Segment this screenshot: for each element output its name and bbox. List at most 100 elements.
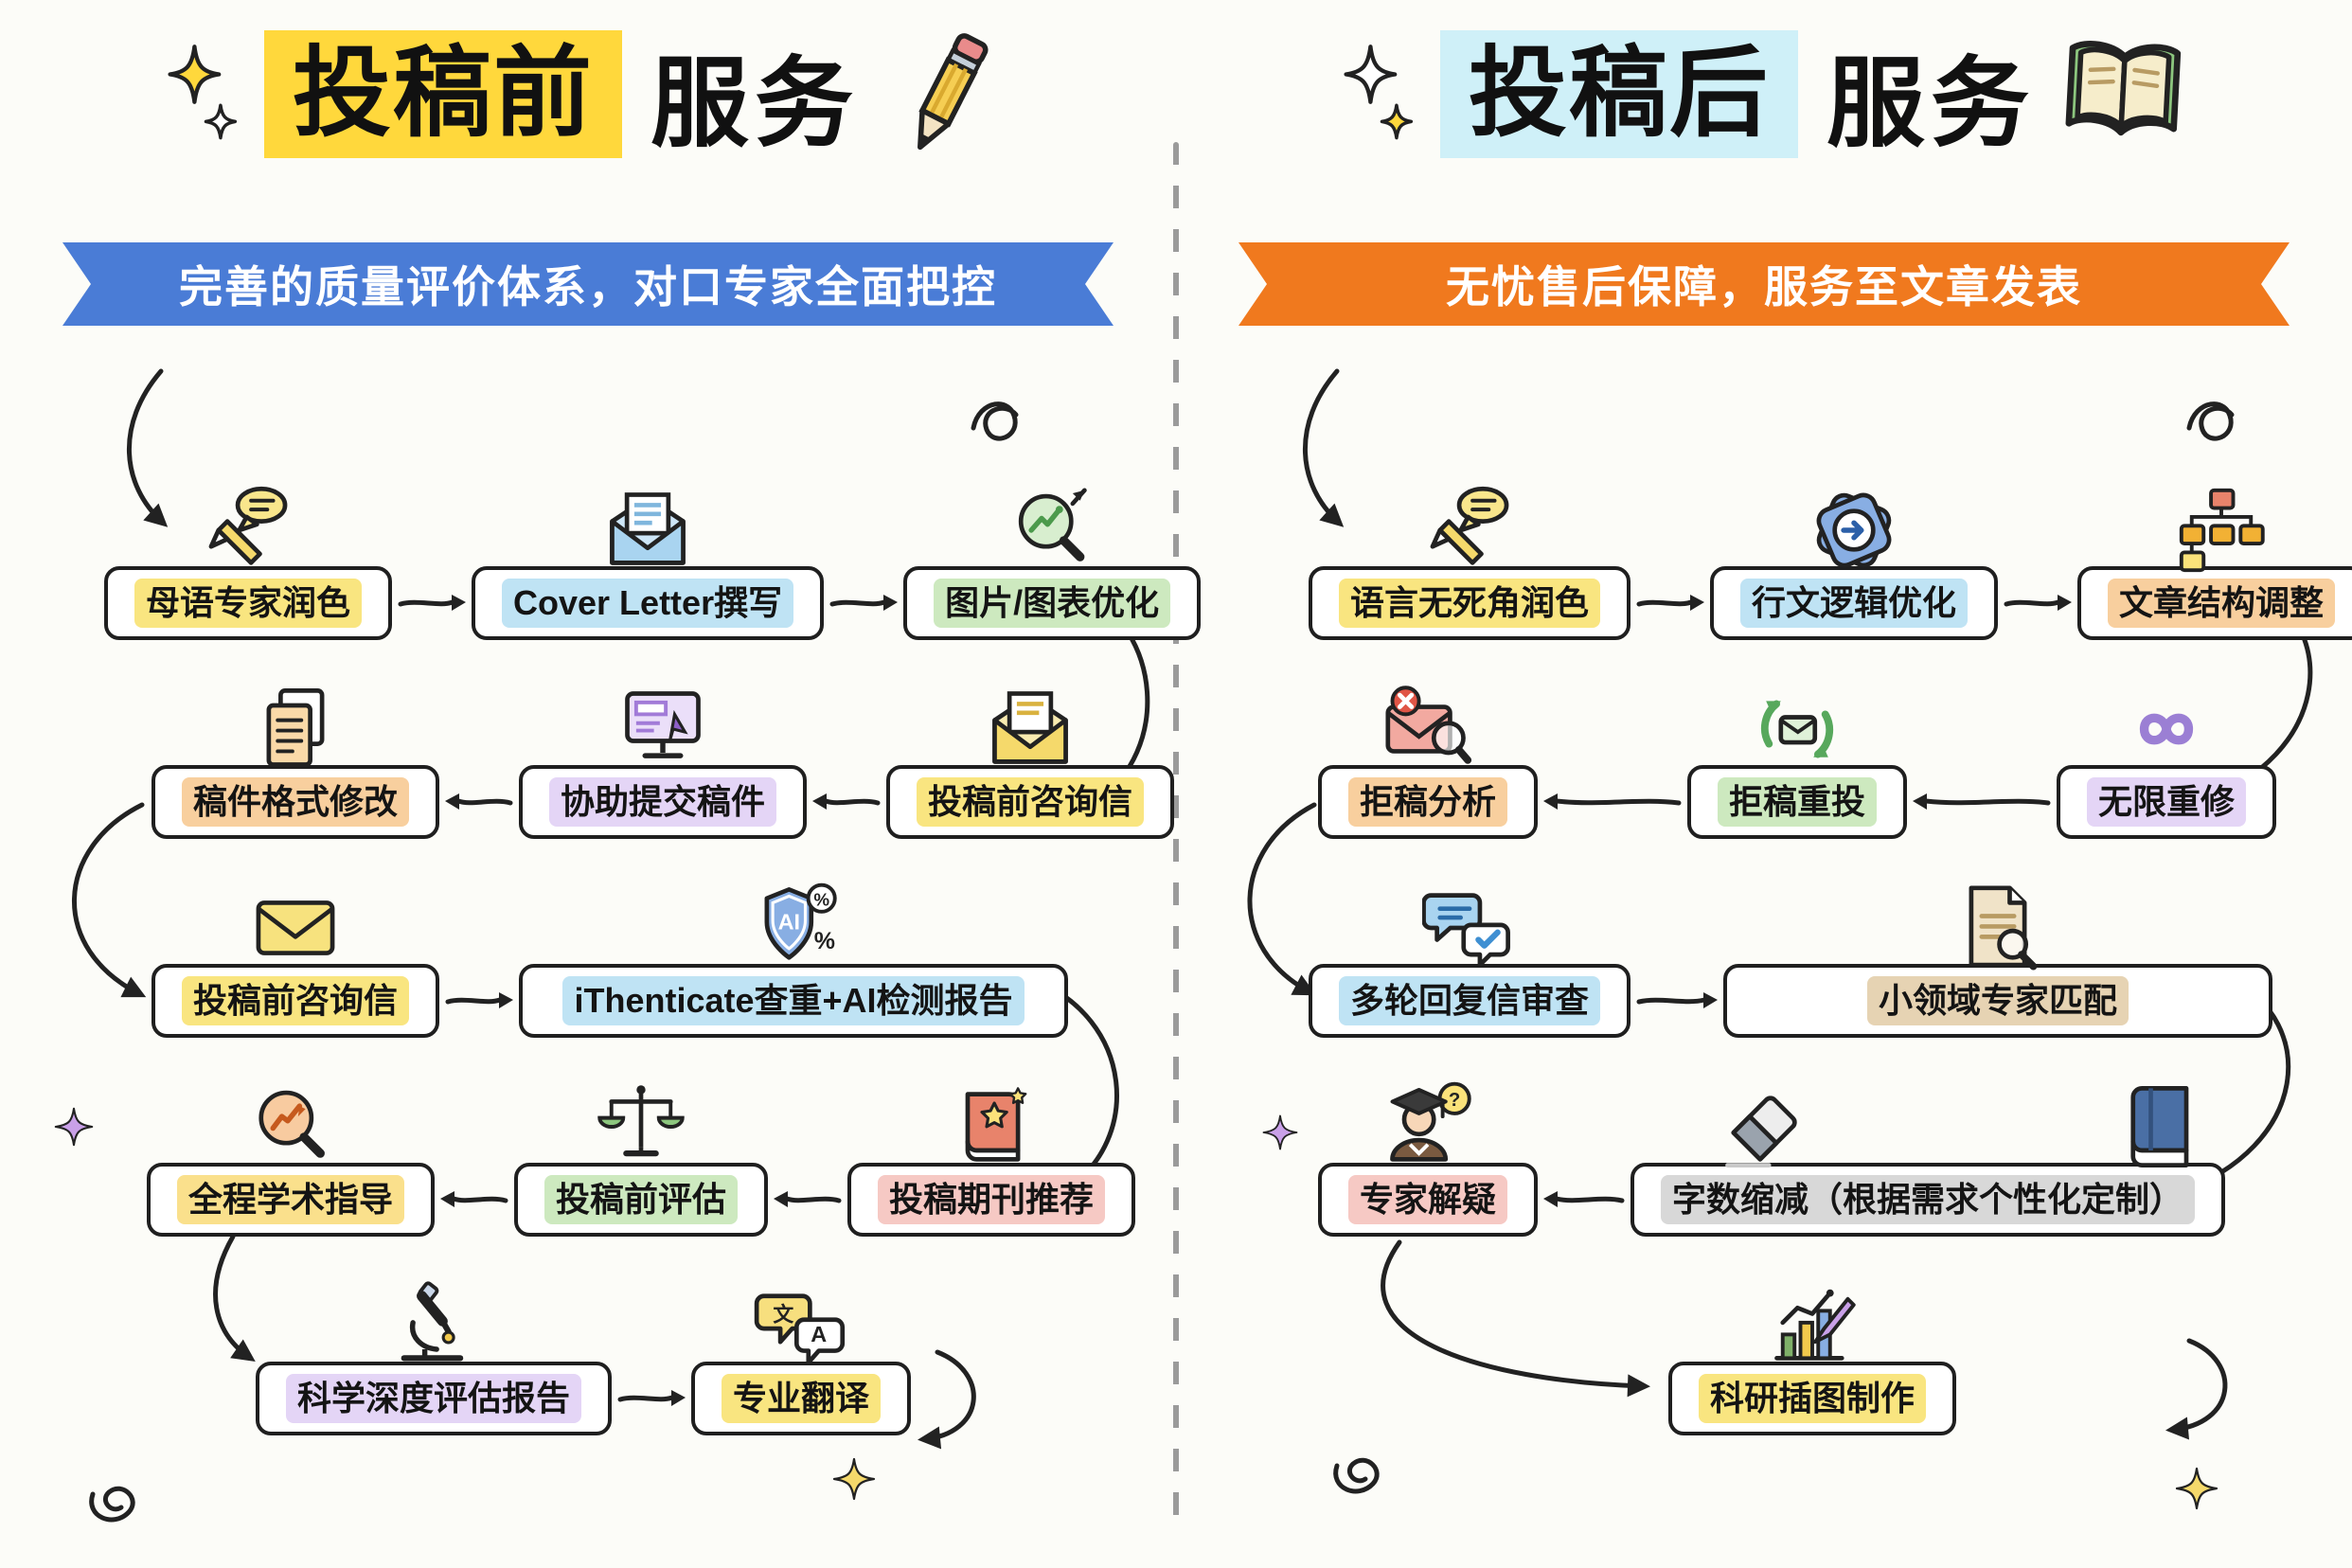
flow-row: 语言无死角润色 行文逻辑优化 文章结构调整: [1309, 486, 2352, 644]
flow-box-label: 母语专家润色: [134, 579, 363, 628]
flow-arrow-right-icon: [1634, 590, 1706, 616]
flow-box-label: 科研插图制作: [1699, 1374, 1927, 1423]
sparkle-icon: [2174, 1466, 2219, 1516]
post-banner: 无忧售后保障，服务至文章发表: [1238, 242, 2290, 326]
flow-box-label: 拒稿分析: [1348, 777, 1508, 827]
flow-box: AI%%iThenticate查重+AI检测报告: [519, 882, 1069, 1038]
flow-row: 全程学术指导 投稿前评估 投稿期刊推荐: [147, 1085, 1136, 1240]
flow-arrow-left-icon: [438, 1186, 510, 1213]
svg-text:文: 文: [773, 1302, 793, 1326]
flow-row: ? 专家解疑 字数缩减（根据需求个性化定制）: [1318, 1081, 2226, 1240]
sparkle-icon: [1261, 1114, 1299, 1156]
sparkles-icon: [1338, 42, 1419, 148]
post-submission-header: 投稿后 服务: [1176, 23, 2352, 166]
flow-box: 字数缩减（根据需求个性化定制）: [1630, 1086, 2226, 1237]
pre-banner-text: 完善的质量评价体系，对口专家全面把控: [179, 262, 997, 312]
pen-speech-icon: [201, 483, 295, 578]
computer-icon: [615, 682, 710, 776]
eraser-icon: [1716, 1079, 1810, 1174]
envelope-icon: [248, 881, 343, 975]
pre-submission-header: 投稿前 服务: [0, 23, 1176, 166]
flow-box: 科研插图制作: [1668, 1289, 1957, 1435]
svg-text:%: %: [813, 890, 829, 910]
column-divider: [1173, 142, 1179, 1534]
flow-box: 全程学术指导: [147, 1090, 436, 1237]
flow-arrow-left-icon: [1541, 1186, 1627, 1213]
chart-magnifier-icon: [1005, 483, 1099, 578]
infinity-icon: [2119, 682, 2214, 776]
flow-box-label: 专家解疑: [1348, 1175, 1508, 1224]
flow-box-label: 图片/图表优化: [934, 579, 1171, 628]
flow-box: Cover Letter撰写: [472, 492, 825, 640]
flow-arrow-right-icon: [828, 590, 900, 616]
gear-icon: [1807, 483, 1901, 578]
flow-box: 科学深度评估报告: [256, 1281, 613, 1435]
flow-box-label: 语言无死角润色: [1339, 579, 1601, 628]
doc-magnifier-icon: [1951, 881, 2045, 975]
scholar-icon: ?: [1381, 1079, 1475, 1174]
svg-text:?: ?: [1449, 1090, 1460, 1111]
flow-box: 行文逻辑优化: [1710, 492, 1999, 640]
flow-box-label: 协助提交稿件: [549, 777, 777, 827]
flow-row: 拒稿分析拒稿重投无限重修: [1318, 686, 2277, 843]
flow-box-label: 投稿前评估: [544, 1175, 739, 1224]
flow-box: 投稿前评估: [514, 1085, 769, 1237]
flow-box: 投稿期刊推荐: [847, 1087, 1136, 1237]
flow-box: 投稿前咨询信: [886, 691, 1175, 839]
flow-box-label: Cover Letter撰写: [502, 579, 794, 628]
flow-arrow-left-icon: [811, 789, 882, 815]
pencil-icon: [871, 18, 1023, 169]
pre-banner: 完善的质量评价体系，对口专家全面把控: [62, 242, 1114, 326]
flow-box-label: 投稿前咨询信: [917, 777, 1145, 827]
magnifier-growth-icon: [243, 1079, 338, 1174]
svg-text:%: %: [814, 928, 835, 954]
flow-box-label: 投稿期刊推荐: [878, 1175, 1106, 1224]
flow-box-label: 小领域专家匹配: [1867, 976, 2129, 1025]
sparkles-icon: [162, 42, 243, 148]
flow-box-label: 文章结构调整: [2108, 579, 2336, 628]
flow-box: 投稿前咨询信: [151, 900, 440, 1038]
envelope-rejected-icon: [1381, 682, 1475, 776]
pre-title-rest: 服务: [650, 49, 860, 159]
flow-row: 投稿前咨询信 AI%%iThenticate查重+AI检测报告: [151, 882, 1069, 1042]
post-title-highlight: 投稿后: [1439, 30, 1798, 158]
flow-arrow-left-icon: [1911, 789, 2053, 815]
flow-box-label: 投稿前咨询信: [182, 976, 410, 1025]
flow-box: 协助提交稿件: [519, 691, 808, 839]
flow-box-label: 全程学术指导: [177, 1175, 405, 1224]
flow-box: 母语专家润色: [104, 486, 393, 640]
flow-box: 小领域专家匹配: [1723, 885, 2273, 1038]
flow-arrow-left-icon: [443, 789, 515, 815]
flow-box: 无限重修: [2057, 713, 2277, 839]
flow-box-label: 多轮回复信审查: [1339, 976, 1601, 1025]
flow-box: 多轮回复信审查: [1309, 893, 1631, 1038]
open-book-icon: [2052, 24, 2193, 165]
post-title-rest: 服务: [1826, 49, 2036, 159]
chart-brush-icon: [1765, 1278, 1860, 1373]
flow-arrow-right-icon: [615, 1385, 687, 1412]
book-icon: [2115, 1079, 2210, 1174]
post-banner-text: 无忧售后保障，服务至文章发表: [1446, 262, 2082, 312]
book-star-icon: [944, 1079, 1039, 1174]
envelope-letter-icon: [600, 483, 695, 578]
flow-row: 稿件格式修改协助提交稿件 投稿前咨询信: [151, 688, 1175, 843]
flow-arrow-left-icon: [772, 1186, 844, 1213]
envelope-open-icon: [983, 682, 1078, 776]
flow-arrow-right-icon: [443, 988, 515, 1014]
flow-arrow-right-icon: [2002, 590, 2074, 616]
chat-check-icon: [1421, 881, 1517, 975]
sparkle-icon: [831, 1456, 877, 1506]
flow-box: ? 专家解疑: [1318, 1081, 1539, 1237]
flow-box-label: 行文逻辑优化: [1740, 579, 1969, 628]
flow-arrow-right-icon: [1634, 988, 1719, 1014]
svg-text:AI: AI: [778, 910, 800, 935]
flow-box: 文章结构调整: [2077, 488, 2352, 640]
flow-box: 拒稿分析: [1318, 686, 1539, 839]
flow-box: 稿件格式修改: [151, 688, 440, 839]
documents-icon: [248, 682, 343, 776]
envelope-recycle-icon: [1750, 682, 1844, 776]
pre-title-highlight: 投稿前: [263, 30, 622, 158]
sparkle-icon: [53, 1106, 95, 1152]
